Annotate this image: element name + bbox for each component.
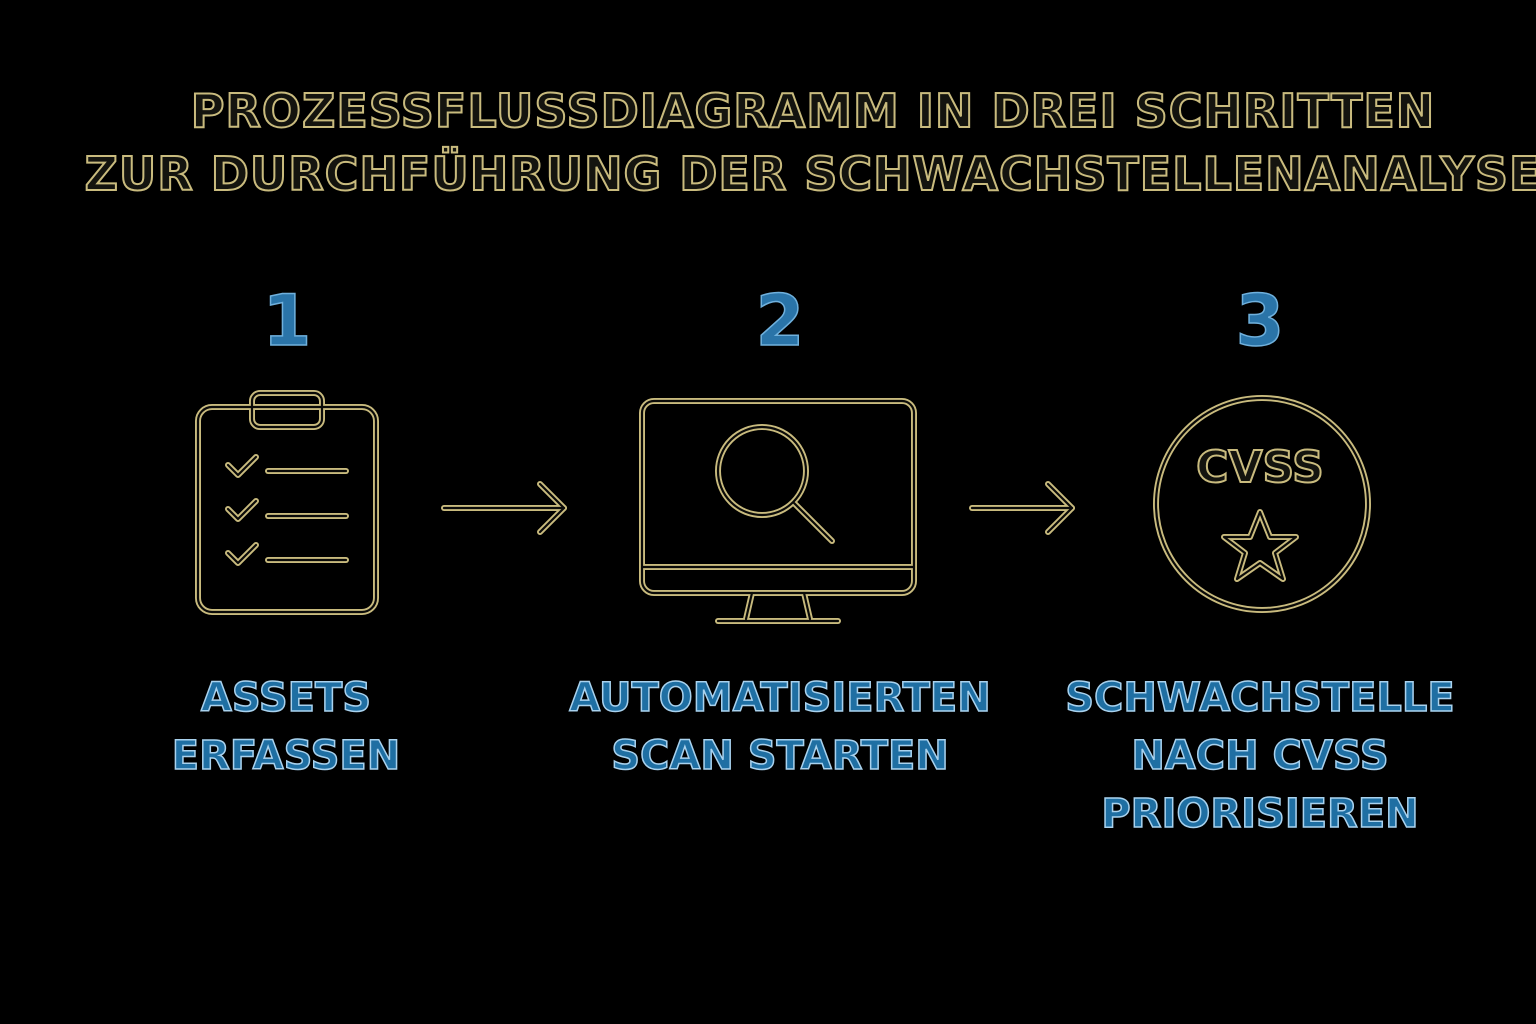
step-3-label: SCHWACHSTELLE NACH CVSS PRIORISIEREN bbox=[1040, 669, 1480, 843]
step-3-label-line-2: NACH CVSS bbox=[1131, 732, 1390, 780]
step-2-label-line-1: AUTOMATISIERTEN bbox=[569, 674, 992, 722]
cvss-badge-text: CVSS bbox=[1195, 442, 1325, 493]
arrow-right-icon bbox=[969, 481, 1075, 535]
step-2-number: 2 bbox=[755, 280, 805, 362]
step-2-label-line-2: SCAN STARTEN bbox=[610, 732, 949, 780]
diagram-title-line-2: ZUR DURCHFÜHRUNG DER SCHWACHSTELLENANALY… bbox=[84, 147, 1536, 201]
step-3-number: 3 bbox=[1235, 280, 1285, 362]
step-2-label: AUTOMATISIERTEN SCAN STARTEN bbox=[530, 669, 1030, 785]
step-1-label-line-1: ASSETS bbox=[200, 674, 372, 722]
arrow-right-icon bbox=[441, 481, 567, 535]
monitor-magnifier-icon bbox=[639, 398, 917, 624]
cvss-star-badge-icon bbox=[1153, 395, 1371, 613]
clipboard-checklist-icon bbox=[195, 390, 379, 615]
step-3-label-line-3: PRIORISIEREN bbox=[1101, 790, 1420, 838]
step-3-label-line-1: SCHWACHSTELLE bbox=[1065, 674, 1456, 722]
step-1-number: 1 bbox=[262, 280, 312, 362]
step-1-label: ASSETS ERFASSEN bbox=[136, 669, 436, 785]
step-1-label-line-2: ERFASSEN bbox=[171, 732, 401, 780]
diagram-title-line-1: PROZESSFLUSSDIAGRAMM IN DREI SCHRITTEN bbox=[190, 84, 1436, 138]
